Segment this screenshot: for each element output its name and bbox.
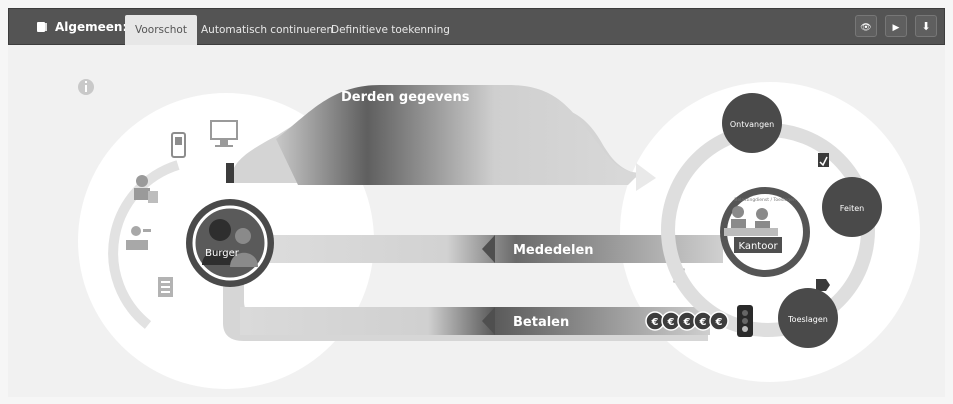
- euro-symbol-4: €: [699, 317, 707, 328]
- ontvangen-node[interactable]: [722, 93, 782, 153]
- letter-icon: [158, 277, 173, 297]
- euro-symbol-3: €: [683, 317, 691, 328]
- hide-button[interactable]: 👁: [855, 15, 877, 37]
- download-icon: ⬇: [921, 20, 931, 33]
- burger-label: Burger: [205, 248, 240, 259]
- tag-icon: [816, 279, 830, 291]
- betalen-arrow-tip: [482, 307, 495, 335]
- derden-gegevens-label: Derden gegevens: [341, 90, 470, 105]
- burger-channel-arc: [108, 160, 180, 329]
- check-document-icon: [818, 153, 829, 167]
- mededelen-label: Mededelen: [513, 243, 594, 258]
- euro-coin-5: [709, 311, 729, 331]
- document-icon: [37, 22, 47, 32]
- betalen-flow-band[interactable]: [240, 307, 710, 335]
- info-icon[interactable]: [78, 79, 94, 95]
- ontvangen-label: Ontvangen: [730, 120, 774, 129]
- euro-coins: € € € € €: [645, 311, 729, 331]
- derden-flow-band[interactable]: [276, 85, 640, 185]
- burger-connector: [226, 163, 234, 183]
- derden-arrow-tip: [636, 163, 656, 191]
- top-bar: Algemeen: Voorschot Automatisch continue…: [8, 8, 945, 46]
- tab-voorschot[interactable]: Voorschot: [125, 15, 197, 46]
- betalen-label: Betalen: [513, 315, 569, 330]
- monitor-icon: [210, 120, 238, 147]
- person-at-desk-icon: [134, 175, 158, 203]
- kantoor-ring-text: Belastingdienst / Toeslagen: [734, 197, 796, 203]
- counter-icon: [126, 226, 151, 250]
- euro-symbol-2: €: [667, 317, 675, 328]
- payment-terminal-icon: [737, 305, 753, 337]
- app-label: Algemeen:: [37, 9, 127, 46]
- tab-definitieve-toekenning[interactable]: Definitieve toekenning: [331, 24, 450, 36]
- process-diagram: Derden gegevens Mededelen Betalen Burger…: [78, 79, 920, 389]
- office-workers-icon: [724, 206, 778, 236]
- toeslagen-label: Toeslagen: [787, 315, 828, 324]
- euro-symbol-5: €: [715, 317, 723, 328]
- kantoor-label-box: [734, 237, 782, 253]
- tab-automatisch-continueren[interactable]: Automatisch continueren: [201, 24, 334, 36]
- hide-icon: 👁: [860, 23, 872, 33]
- feiten-label: Feiten: [840, 204, 864, 213]
- feiten-node[interactable]: [822, 177, 882, 237]
- play-icon: ▶: [892, 23, 900, 33]
- kantoor-label: Kantoor: [738, 241, 778, 252]
- download-button[interactable]: ⬇: [915, 15, 937, 37]
- citizens-icon: [202, 219, 258, 267]
- mededelen-arrow-tip: [482, 235, 495, 263]
- phone-icon: [171, 132, 186, 158]
- toeslagen-node[interactable]: [778, 288, 838, 348]
- process-diagram-panel: Derden gegevens Mededelen Betalen Burger…: [8, 45, 945, 397]
- play-button[interactable]: ▶: [885, 15, 907, 37]
- euro-symbol-1: €: [651, 317, 659, 328]
